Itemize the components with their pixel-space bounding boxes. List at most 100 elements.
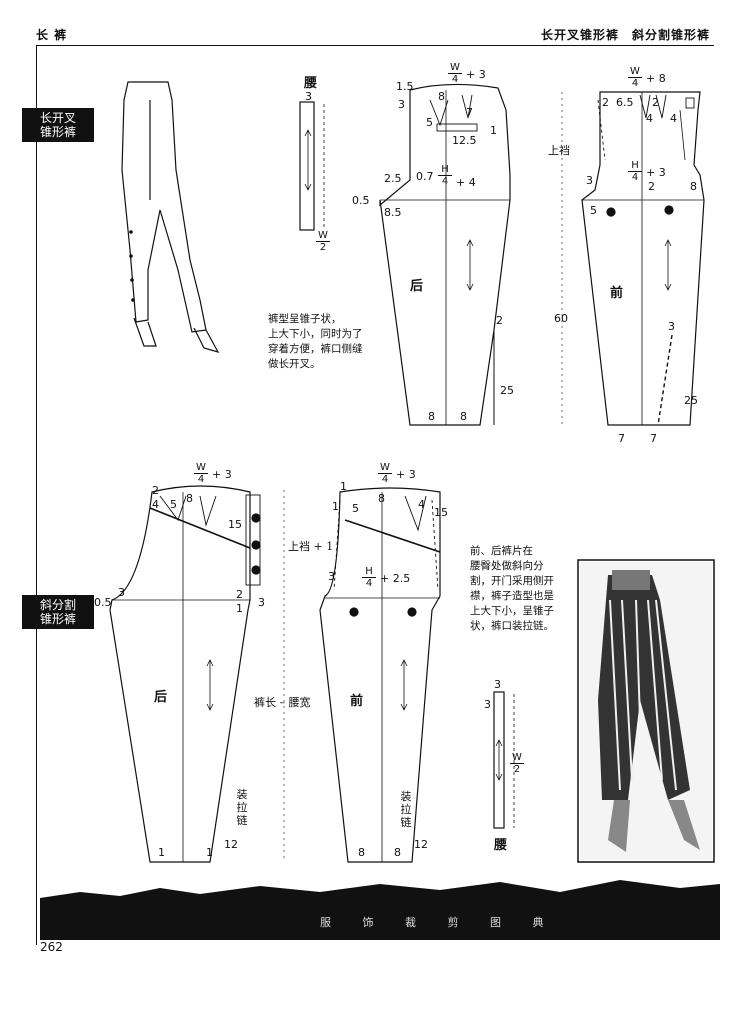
dim-front1-b: 6.5 <box>616 96 634 109</box>
center-length-label: 裤长 – 腰宽 <box>254 696 311 709</box>
header-rule <box>36 45 714 46</box>
dim-back2-k: 1 <box>158 846 165 859</box>
dim-front1-e: 4 <box>670 112 677 125</box>
dim-front1-a: 2 <box>602 96 609 109</box>
dim-front2-i: 8 <box>394 846 401 859</box>
waist-label-1: 腰 <box>304 76 318 91</box>
dim-back2-g: 0.5 <box>94 596 112 609</box>
dim-back1-k: 2 <box>496 314 503 327</box>
dim-back1-f: 1 <box>490 124 497 137</box>
dim-back2-m: 12 <box>224 838 238 851</box>
dim-back1-j: 8.5 <box>384 206 402 219</box>
dim-back2-e: 15 <box>228 518 242 531</box>
dim-front1-g: 2 <box>648 180 655 193</box>
dim-front2-b: 1 <box>332 500 339 513</box>
back-mid-formula-1: + 4 <box>456 176 476 189</box>
dim-back2-j: 3 <box>258 596 265 609</box>
dim-front2-j: 12 <box>414 838 428 851</box>
dim-front2-e: 4 <box>418 498 425 511</box>
dim-back1-e: 7 <box>466 106 473 119</box>
rise-label-2: 上裆 + 1 <box>288 540 334 553</box>
note-2: 前、后裤片在 腰臀处做斜向分 割，开门采用侧开 襟，裤子造型也是 上大下小，呈锥… <box>470 545 554 632</box>
dim-back1-i: 0.5 <box>352 194 370 207</box>
back-top-formula-1: + 3 <box>466 68 486 81</box>
waist-side-2: 3 <box>484 698 491 711</box>
dim-front1-d: 4 <box>646 112 653 125</box>
dim-back2-c: 5 <box>170 498 177 511</box>
left-margin-rule <box>36 45 37 945</box>
dim-front2-a: 1 <box>340 480 347 493</box>
front-top-formula-1: + 8 <box>646 72 666 85</box>
dim-back1-d: 5 <box>426 116 433 129</box>
dim-back1-b: 3 <box>398 98 405 111</box>
dim-back1-g: 12.5 <box>452 134 477 147</box>
dim-back2-i: 1 <box>236 602 243 615</box>
dim-back1-h: 2.5 <box>384 172 402 185</box>
book-title: 服 饰 裁 剪 图 典 <box>320 916 558 929</box>
dim-front2-f: 15 <box>434 506 448 519</box>
section-tag-long-slit: 长开叉 锥形裤 <box>22 108 94 142</box>
back-label-2: 后 <box>154 690 168 705</box>
dim-front1-k: 25 <box>684 394 698 407</box>
dim-front1-f: 3 <box>586 174 593 187</box>
front-mid-formula-1: + 3 <box>646 166 666 179</box>
waist-top-2: 3 <box>494 678 501 691</box>
waist-label-2: 腰 <box>494 838 508 853</box>
back-mid-prefix-1: 0.7 <box>416 170 434 183</box>
waist-top-1: 3 <box>305 90 312 103</box>
dim-back1-c: 8 <box>438 90 445 103</box>
dim-back2-l: 1 <box>206 846 213 859</box>
front-piece-2 <box>319 487 441 863</box>
dim-back1-n: 8 <box>460 410 467 423</box>
dim-front2-c: 5 <box>352 502 359 515</box>
back-piece-1 <box>379 83 511 426</box>
dim-back1-m: 8 <box>428 410 435 423</box>
back-top-formula-2: + 3 <box>212 468 232 481</box>
header-right: 长开叉锥形裤 斜分割锥形裤 <box>540 28 710 42</box>
front-mid-formula-2: + 2.5 <box>380 572 411 585</box>
dim-back1-l: 25 <box>500 384 514 397</box>
dim-back1-a: 1.5 <box>396 80 414 93</box>
dim-back2-d: 8 <box>186 492 193 505</box>
length-label-1: 60 <box>554 312 568 325</box>
pants-sketch-1 <box>121 81 220 353</box>
note-1: 裤型呈锥子状， 上大下小，同时为了 穿着方便，裤口侧缝 做长开叉。 <box>268 313 363 370</box>
front-piece-1 <box>561 91 705 426</box>
front-label-2: 前 <box>350 694 364 709</box>
front-top-formula-2: + 3 <box>396 468 416 481</box>
page-number: 262 <box>40 940 63 954</box>
dim-front1-h: 8 <box>690 180 697 193</box>
dim-front1-i: 5 <box>590 204 597 217</box>
zip-label-back: 装拉链 <box>236 788 248 827</box>
header-left: 长 裤 <box>36 28 68 42</box>
dim-front1-m: 7 <box>650 432 657 445</box>
dim-back2-f: 3 <box>118 586 125 599</box>
dim-back2-h: 2 <box>236 588 243 601</box>
dim-front2-h: 8 <box>358 846 365 859</box>
back-piece-2 <box>109 485 285 863</box>
front-label-1: 前 <box>610 286 624 301</box>
waistband-1 <box>299 101 315 231</box>
dim-front2-g: 3 <box>328 570 335 583</box>
section-tag-diagonal-cut: 斜分割 锥形裤 <box>22 595 94 629</box>
fashion-photo <box>577 559 715 863</box>
back-label-1: 后 <box>410 279 424 294</box>
dim-back2-a: 2 <box>152 484 159 497</box>
dim-front1-c: 2 <box>652 96 659 109</box>
footer-band <box>40 880 720 940</box>
waistband-2 <box>493 691 505 829</box>
dim-front1-l: 7 <box>618 432 625 445</box>
dim-back2-b: 4 <box>152 498 159 511</box>
rise-label-1: 上裆 <box>548 144 570 157</box>
dim-front1-j: 3 <box>668 320 675 333</box>
